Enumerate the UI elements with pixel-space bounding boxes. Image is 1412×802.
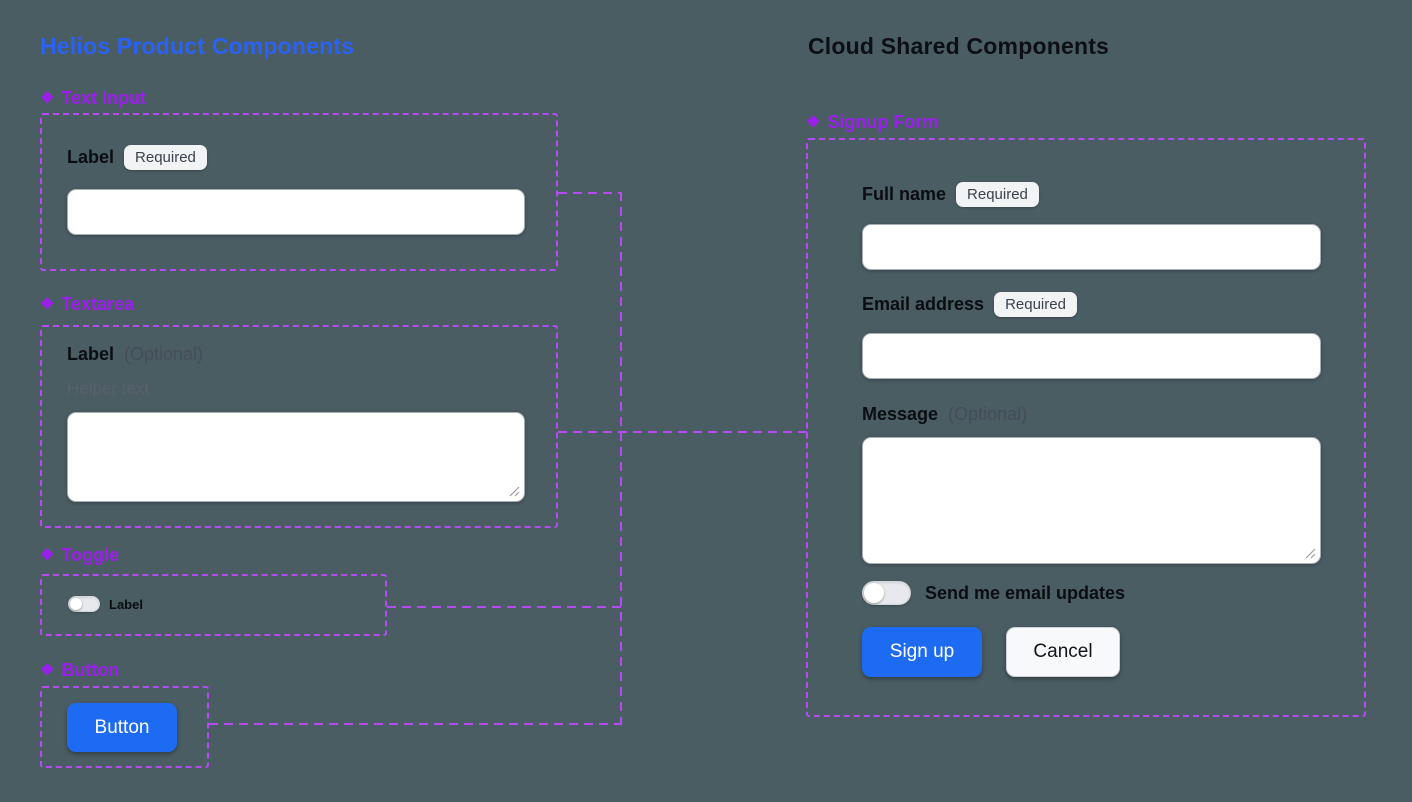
textarea-label-row: Label (Optional)	[67, 344, 203, 365]
component-label-button[interactable]: ❖ Button	[40, 660, 119, 681]
sign-up-button[interactable]: Sign up	[862, 627, 982, 677]
component-label-text: Text Input	[61, 88, 146, 108]
button-component-frame: Button	[40, 686, 209, 768]
email-updates-toggle-row: Send me email updates	[862, 581, 1125, 605]
message-label-row: Message (Optional)	[862, 404, 1027, 425]
textarea-field[interactable]	[68, 413, 524, 501]
full-name-label: Full name	[862, 184, 947, 204]
component-label-toggle[interactable]: ❖ Toggle	[40, 545, 119, 566]
textarea-helper-text: Helper text	[67, 379, 150, 398]
optional-hint: (Optional)	[124, 344, 204, 364]
component-diamond-icon: ❖	[806, 113, 821, 131]
email-input[interactable]	[862, 333, 1321, 379]
left-column-title: Helios Product Components	[40, 33, 355, 59]
email-updates-toggle[interactable]	[862, 581, 911, 605]
demo-button[interactable]: Button	[67, 703, 177, 752]
text-input-label-row: Label Required	[67, 145, 207, 170]
component-diamond-icon: ❖	[40, 89, 55, 107]
component-label-text: Textarea	[61, 294, 135, 314]
email-label-row: Email address Required	[862, 292, 1077, 317]
wire-toggle-to-trunk	[387, 606, 622, 608]
toggle-knob	[864, 583, 884, 603]
toggle-demo-row: Label	[68, 596, 143, 612]
component-diamond-icon: ❖	[40, 661, 55, 679]
component-label-text: Button	[61, 660, 120, 680]
resize-handle-icon[interactable]	[509, 486, 520, 497]
email-label: Email address	[862, 294, 985, 314]
wire-button-to-trunk	[209, 723, 622, 725]
email-updates-label: Send me email updates	[925, 582, 1126, 603]
wire-text-input-to-trunk	[558, 192, 622, 194]
toggle-knob	[70, 598, 82, 610]
text-input-field-label: Label	[67, 147, 115, 167]
toggle-label: Label	[109, 596, 143, 612]
required-badge: Required	[124, 145, 207, 170]
component-diamond-icon: ❖	[40, 546, 55, 564]
message-textarea[interactable]	[863, 438, 1320, 563]
toggle-component-frame: Label	[40, 574, 387, 636]
required-badge: Required	[994, 292, 1077, 317]
text-input-component-frame: Label Required	[40, 113, 558, 271]
toggle-switch[interactable]	[68, 596, 100, 612]
textarea-field-wrap	[67, 412, 525, 502]
component-label-textarea[interactable]: ❖ Textarea	[40, 294, 134, 315]
optional-hint: (Optional)	[948, 404, 1028, 424]
signup-form-actions: Sign up Cancel	[862, 627, 1120, 677]
message-textarea-wrap	[862, 437, 1321, 564]
textarea-component-frame: Label (Optional) Helper text	[40, 325, 558, 528]
wire-trunk	[620, 192, 622, 725]
right-column-title: Cloud Shared Components	[808, 33, 1110, 59]
signup-form-component-frame: Full name Required Email address Require…	[806, 138, 1366, 717]
component-label-text: Toggle	[61, 545, 119, 565]
required-badge: Required	[956, 182, 1039, 207]
component-label-signup-form[interactable]: ❖ Signup Form	[806, 112, 938, 133]
component-label-text: Signup Form	[827, 112, 939, 132]
full-name-label-row: Full name Required	[862, 182, 1039, 207]
cancel-button[interactable]: Cancel	[1006, 627, 1120, 677]
component-label-text-input[interactable]: ❖ Text Input	[40, 88, 146, 109]
text-input-field[interactable]	[67, 189, 525, 235]
resize-handle-icon[interactable]	[1305, 548, 1316, 559]
wire-textarea-to-signup-form	[558, 431, 808, 433]
component-diamond-icon: ❖	[40, 295, 55, 313]
message-label: Message	[862, 404, 939, 424]
full-name-input[interactable]	[862, 224, 1321, 270]
textarea-field-label: Label	[67, 344, 115, 364]
